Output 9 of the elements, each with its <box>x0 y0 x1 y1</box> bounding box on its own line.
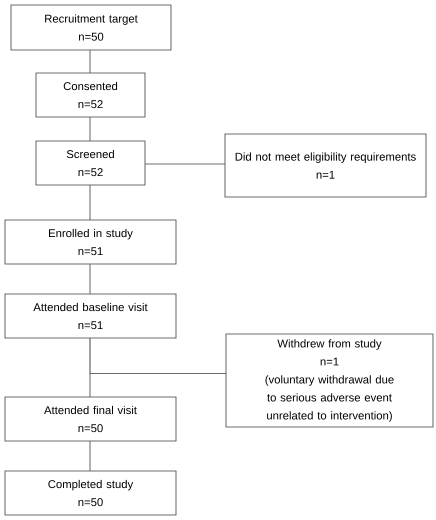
flow-box: Enrolled in study n=51 <box>4 220 176 264</box>
flow-box: Recruitment target n=50 <box>10 4 172 50</box>
flow-box: Screened n=52 <box>36 140 146 186</box>
flow-box: Consented n=52 <box>36 72 146 118</box>
flow-box: Did not meet eligibility requirements n=1 <box>224 134 426 198</box>
flow-box: Withdrew from study n=1 (voluntary withdrawal due to serious adverse event unrelated to intervention) <box>226 334 434 428</box>
flow-box: Attended baseline visit n=51 <box>4 294 176 338</box>
flow-box: Completed study n=50 <box>4 470 176 516</box>
flow-box: Attended final visit n=50 <box>4 396 176 442</box>
